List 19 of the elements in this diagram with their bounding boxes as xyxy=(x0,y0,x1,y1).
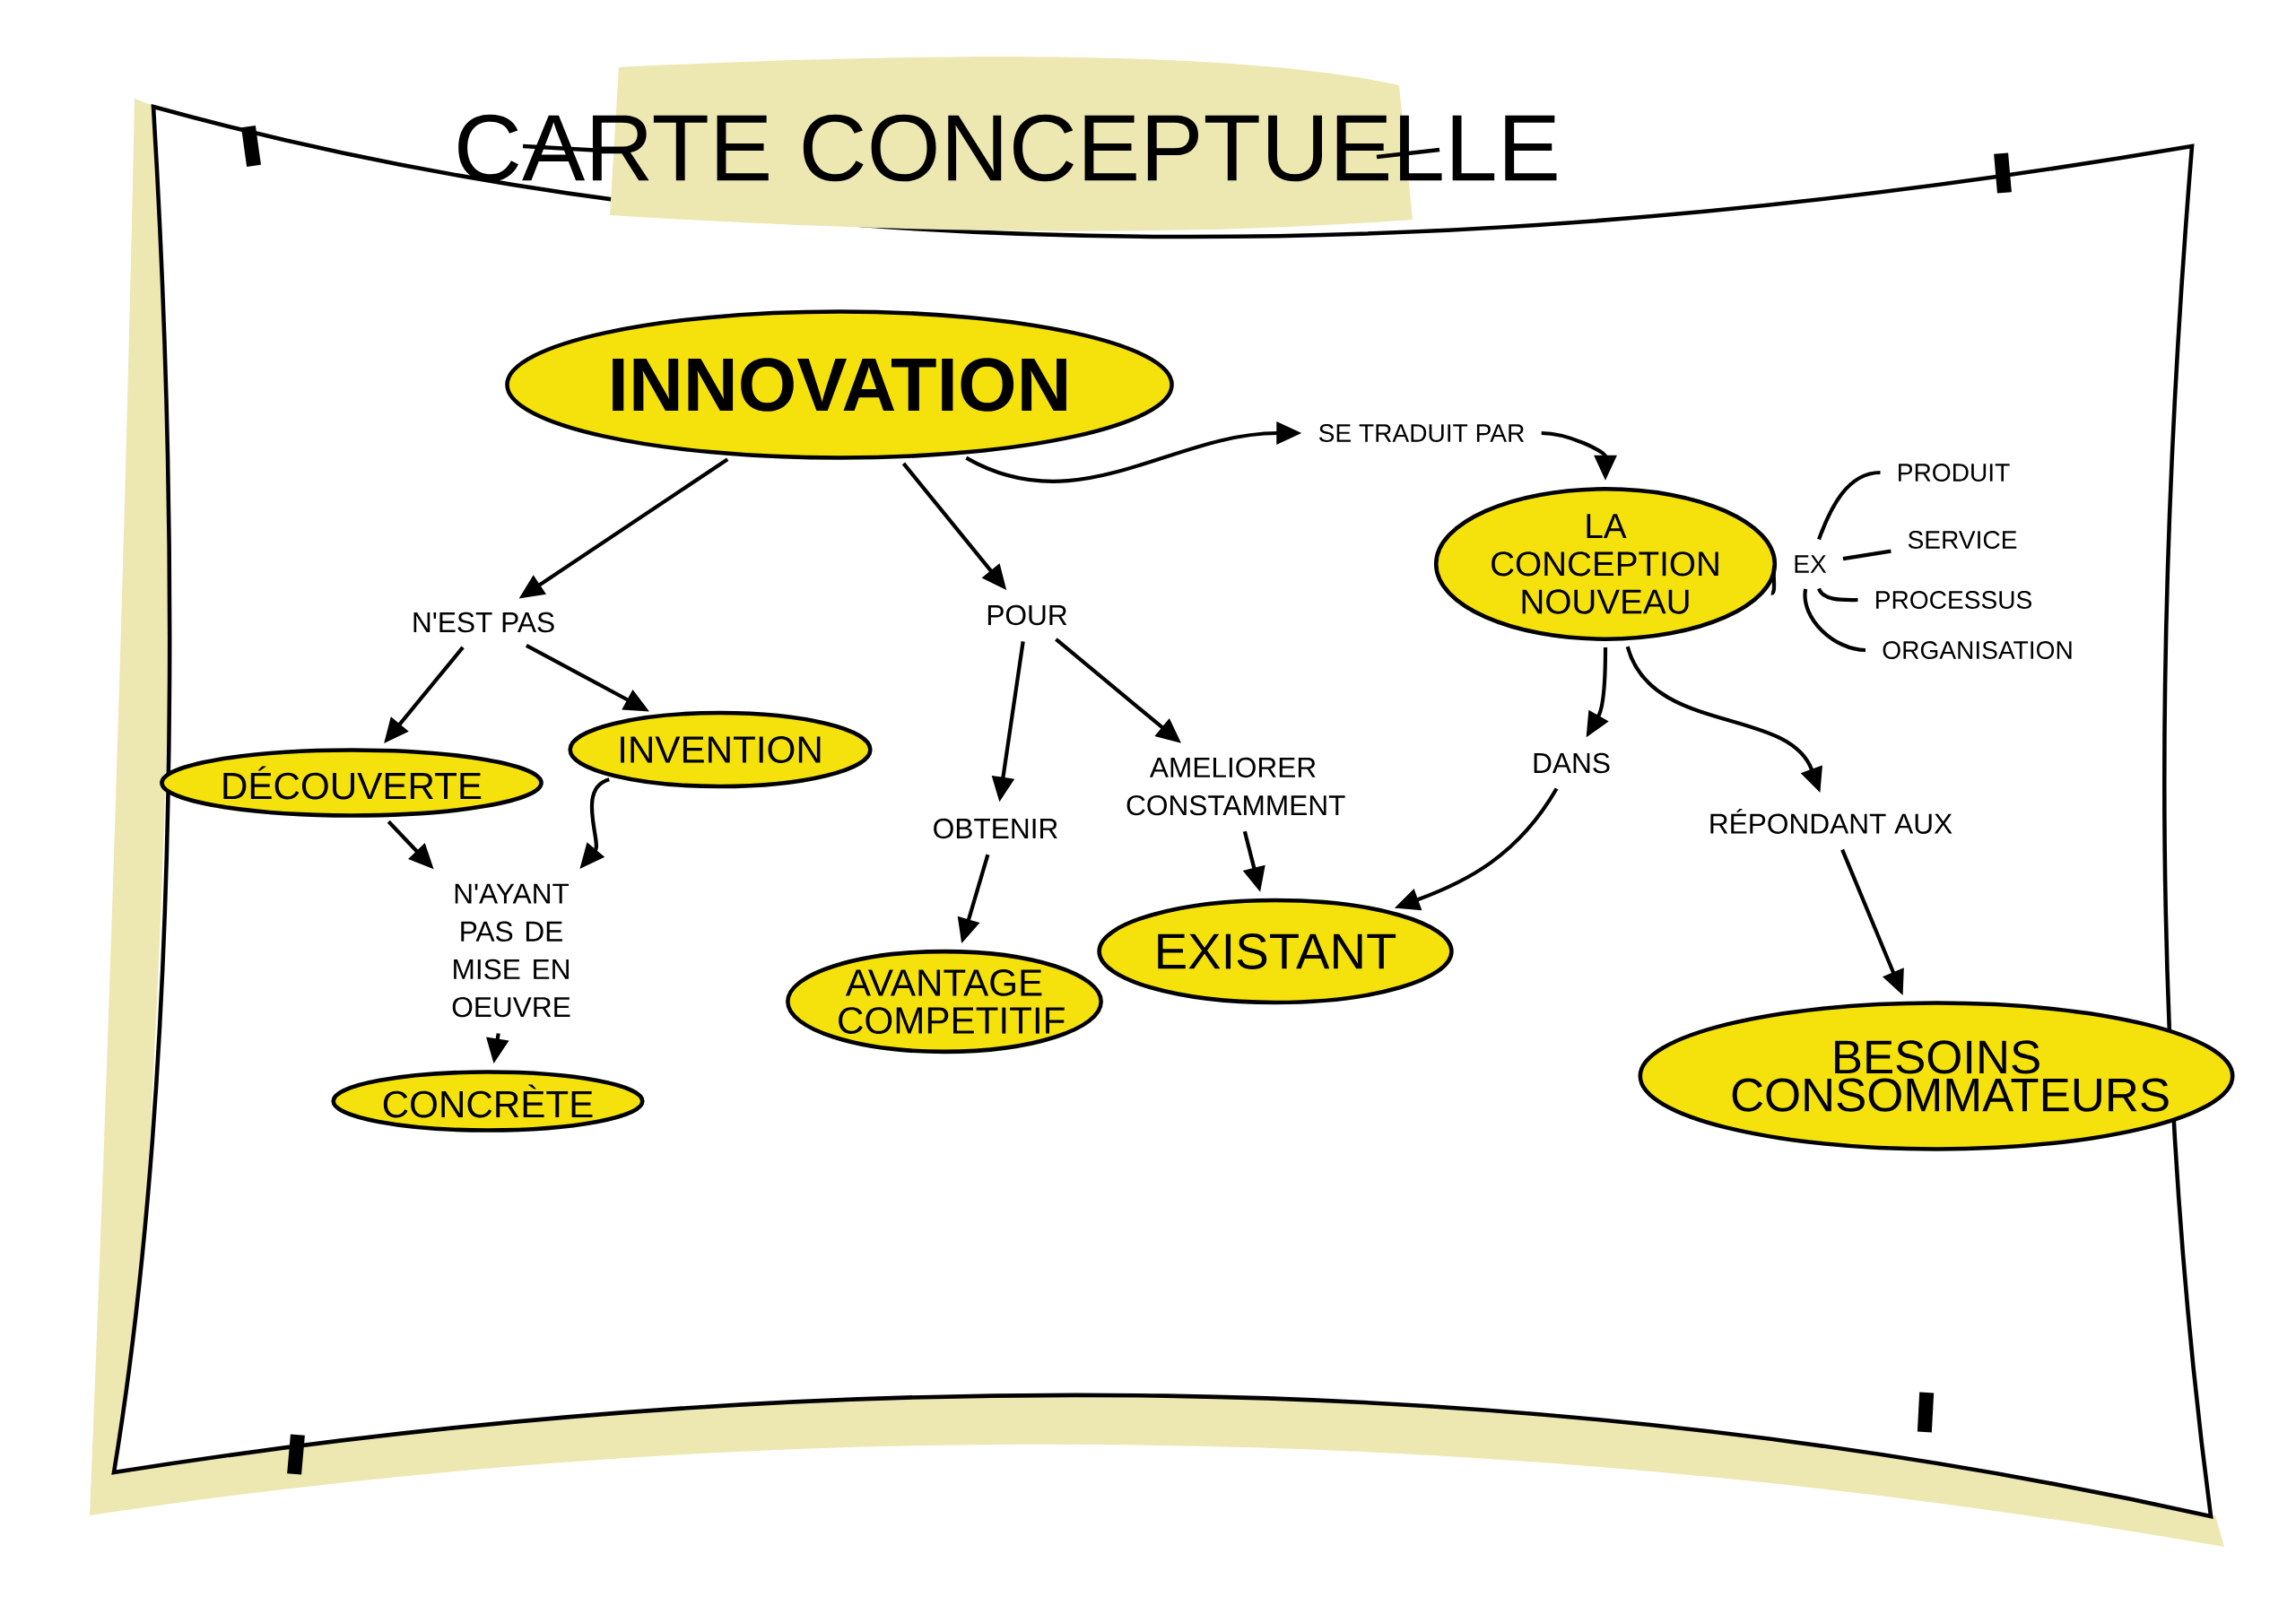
linking-words: OBTENIR xyxy=(934,818,1057,839)
linking-words: AMELIORER CONSTAMMENT xyxy=(1126,757,1345,816)
linking-words: DANS xyxy=(1534,752,1610,774)
title: CARTE CONCEPTUELLE xyxy=(458,56,1557,231)
linking-words: ORGANISATION xyxy=(1883,641,2072,659)
connector-line xyxy=(1842,549,1892,561)
connector-line xyxy=(1803,588,1866,653)
linking-words: PROCESSUS xyxy=(1876,591,2031,609)
linking-words: PRODUIT xyxy=(1899,464,2010,482)
connector-line xyxy=(1817,470,1881,541)
linking-words: POUR xyxy=(987,604,1067,626)
linking-words: RÉPONDANT AUX xyxy=(1710,809,1952,834)
linking-words: SE TRADUIT PAR xyxy=(1318,424,1525,442)
connector-line xyxy=(1817,587,1858,603)
linking-words: N'AYANT PAS DE MISE EN OEUVRE xyxy=(452,883,570,1018)
linking-words: N'EST PAS xyxy=(413,612,554,633)
linking-words: SERVICE xyxy=(1908,531,2017,549)
linking-words: EX xyxy=(1795,555,1827,573)
connector-line xyxy=(1770,562,1779,595)
